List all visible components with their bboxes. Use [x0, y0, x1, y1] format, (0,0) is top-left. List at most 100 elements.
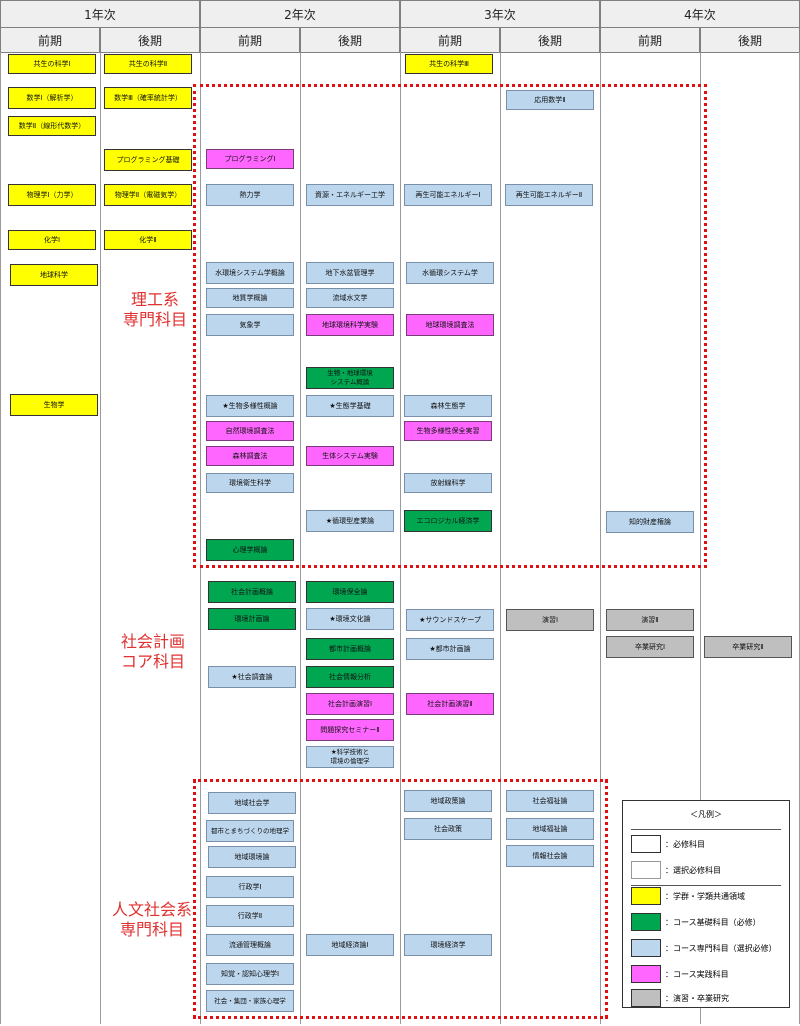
legend-divider	[631, 885, 781, 886]
column-divider	[200, 52, 201, 1024]
legend-swatch	[631, 939, 661, 957]
course-box: 社会福祉論	[506, 790, 594, 812]
course-box: 水循環システム学	[406, 262, 494, 284]
course-box: 地域福祉論	[506, 818, 594, 840]
legend-row: ：コース実践科目	[631, 965, 789, 985]
category-label: 社会計画 コア科目	[120, 632, 185, 671]
semester-header: 前期	[600, 27, 700, 53]
course-box: 地域社会学	[208, 792, 296, 814]
course-box: 地域環境論	[208, 846, 296, 868]
course-box: 演習Ⅰ	[506, 609, 594, 631]
course-box: 環境計画論	[208, 608, 296, 630]
course-box: ★生物多様性概論	[206, 395, 294, 417]
course-box: 共生の科学Ⅱ	[104, 54, 192, 74]
year-header: 2年次	[200, 0, 400, 28]
legend-row: ：学群・学類共通領域	[631, 887, 789, 907]
legend-swatch	[631, 965, 661, 983]
course-box: 社会計画演習Ⅱ	[406, 693, 494, 715]
course-box: 環境衛生科学	[206, 473, 294, 493]
course-box: 自然環境調査法	[206, 421, 294, 441]
course-box: ★生態学基礎	[306, 395, 394, 417]
course-box: 生物学	[10, 394, 98, 416]
course-box: 社会・集団・家族心理学	[206, 990, 294, 1012]
course-box: ★社会調査論	[208, 666, 296, 688]
course-box: 化学Ⅱ	[104, 230, 192, 250]
course-box: 地域経済論Ⅰ	[306, 934, 394, 956]
course-box: 物理学Ⅰ（力学）	[8, 184, 96, 206]
course-box: 情報社会論	[506, 845, 594, 867]
course-box: 放射線科学	[404, 473, 492, 493]
humanities-area-box	[193, 779, 608, 1019]
legend-swatch	[631, 861, 661, 879]
course-box: 知覚・認知心理学Ⅰ	[206, 963, 294, 985]
legend-swatch	[631, 835, 661, 853]
course-box: 生物・地球環境 システム概論	[306, 367, 394, 389]
legend-swatch	[631, 989, 661, 1007]
year-header: 1年次	[0, 0, 200, 28]
legend-label: ：選択必修科目	[665, 866, 721, 875]
course-box: 卒業研究Ⅱ	[704, 636, 792, 658]
course-box: ★都市計画論	[406, 638, 494, 660]
column-divider	[400, 52, 401, 1024]
course-box: 共生の科学Ⅲ	[405, 54, 493, 74]
course-box: 環境保全論	[306, 581, 394, 603]
legend-label: ：学群・学類共通領域	[665, 892, 745, 901]
course-box: 資源・エネルギー工学	[306, 184, 394, 206]
legend-label: ：コース専門科目（選択必修）	[665, 944, 777, 953]
course-box: 熱力学	[206, 184, 294, 206]
course-box: 数学Ⅲ（確率統計学）	[104, 87, 192, 109]
course-box: エコロジカル経済学	[404, 510, 492, 532]
legend-row: ：コース基礎科目（必修）	[631, 913, 789, 933]
legend-title: ＜凡例＞	[690, 810, 722, 819]
course-box: 環境経済学	[404, 934, 492, 956]
course-box: 数学Ⅱ（線形代数学）	[8, 116, 96, 136]
course-box: 再生可能エネルギーⅡ	[505, 184, 593, 206]
semester-header: 後期	[500, 27, 600, 53]
course-box: 再生可能エネルギーⅠ	[404, 184, 492, 206]
course-box: 流通管理概論	[206, 934, 294, 956]
semester-header: 前期	[400, 27, 500, 53]
legend-label: ：コース基礎科目（必修）	[665, 918, 761, 927]
semester-header: 後期	[300, 27, 400, 53]
legend: ＜凡例＞ ：必修科目 ：選択必修科目 ：学群・学類共通領域 ：コース基礎科目（必修） ：…	[622, 800, 790, 1008]
column-divider	[600, 52, 601, 1024]
legend-row: ：選択必修科目	[631, 861, 789, 881]
semester-header: 前期	[0, 27, 100, 53]
course-box: 演習Ⅱ	[606, 609, 694, 631]
course-box: 生物多様性保全実習	[404, 421, 492, 441]
legend-label: ：コース実践科目	[665, 970, 729, 979]
year-header: 4年次	[600, 0, 800, 28]
course-box: 社会情報分析	[306, 666, 394, 688]
course-box: 問題探究セミナーⅡ	[306, 719, 394, 741]
course-box: 地球科学	[10, 264, 98, 286]
course-box: 水環境システム学概論	[206, 262, 294, 284]
legend-label: ：演習・卒業研究	[665, 994, 729, 1003]
course-box: 都市とまちづくりの地理学	[206, 820, 294, 842]
course-box: ★環境文化論	[306, 608, 394, 630]
legend-label: ：必修科目	[665, 840, 705, 849]
legend-row: ：コース専門科目（選択必修）	[631, 939, 789, 959]
legend-row: ：必修科目	[631, 835, 789, 855]
course-box: 地質学概論	[206, 288, 294, 308]
column-divider	[700, 52, 701, 1024]
category-label: 理工系 専門科目	[122, 290, 187, 329]
course-box: 森林生態学	[404, 395, 492, 417]
course-box: プログラミングⅠ	[206, 149, 294, 169]
course-box: 数学Ⅰ（解析学）	[8, 87, 96, 109]
category-label: 人文社会系 専門科目	[111, 900, 192, 939]
course-box: 社会政策	[404, 818, 492, 840]
course-box: 知的財産権論	[606, 511, 694, 533]
course-box: 地球環境調査法	[406, 314, 494, 336]
course-box: 心理学概論	[206, 539, 294, 561]
year-header: 3年次	[400, 0, 600, 28]
legend-swatch	[631, 913, 661, 931]
course-box: ★循環型産業論	[306, 510, 394, 532]
course-box: 気象学	[206, 314, 294, 336]
course-box: 卒業研究Ⅰ	[606, 636, 694, 658]
course-box: 森林調査法	[206, 446, 294, 466]
course-box: ★科学技術と 環境の倫理学	[306, 746, 394, 768]
course-box: ★サウンドスケープ	[406, 609, 494, 631]
semester-header: 後期	[100, 27, 200, 53]
semester-header: 前期	[200, 27, 300, 53]
